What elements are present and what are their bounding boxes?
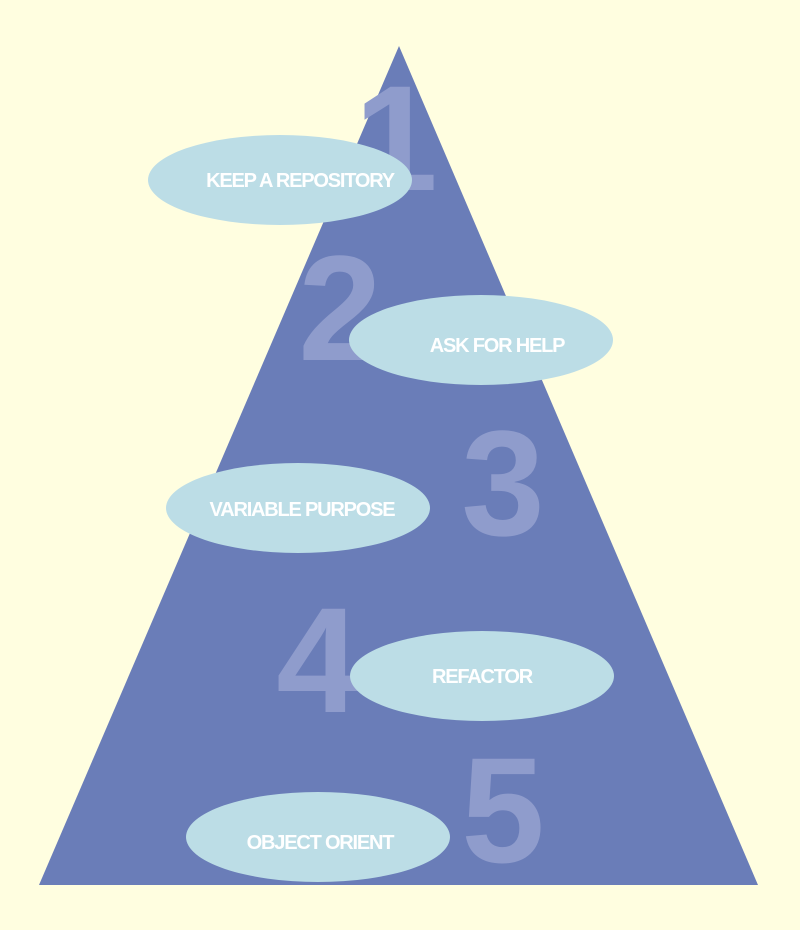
level-1-ellipse xyxy=(148,135,412,225)
level-4-ellipse xyxy=(350,631,614,721)
level-5-label: OBJECT ORIENT xyxy=(247,832,395,854)
level-4-label: REFACTOR xyxy=(432,666,534,688)
level-5-number: 5 xyxy=(461,726,544,894)
level-1-label: KEEP A REPOSITORY xyxy=(206,170,396,192)
level-3-label: VARIABLE PURPOSE xyxy=(210,499,396,521)
level-5-ellipse xyxy=(186,792,450,882)
level-3-number: 3 xyxy=(461,399,544,567)
level-2-number: 2 xyxy=(298,224,381,392)
level-3-ellipse xyxy=(166,463,430,553)
level-2-ellipse xyxy=(349,295,613,385)
level-2-label: ASK FOR HELP xyxy=(430,335,565,357)
level-4-number: 4 xyxy=(276,576,359,744)
